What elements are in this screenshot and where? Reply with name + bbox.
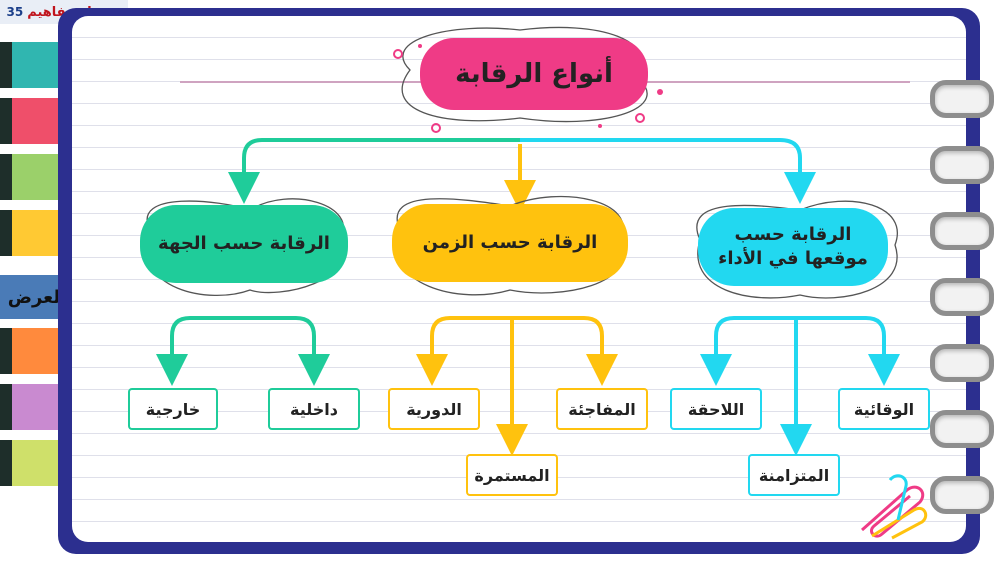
binder-ring: [930, 80, 994, 118]
leaf-preventive: الوقائية: [838, 388, 930, 430]
leaf-periodic: الدورية: [388, 388, 480, 430]
paper-clip-icon: [861, 474, 928, 540]
diagram-title: أنواع الرقابة: [420, 38, 648, 110]
binder-ring: [930, 212, 994, 250]
binder-ring: [930, 410, 994, 448]
binder-ring: [930, 476, 994, 514]
category-by-party: الرقابة حسب الجهة: [140, 205, 348, 283]
leaf-surprise: المفاجئة: [556, 388, 648, 430]
binder-ring: [930, 146, 994, 184]
leaf-continuous: المستمرة: [466, 454, 558, 496]
leaf-subsequent: اللاحقة: [670, 388, 762, 430]
category-by-position-line1: الرقابة حسب: [734, 223, 852, 245]
category-by-time: الرقابة حسب الزمن: [392, 204, 628, 282]
category-by-position: الرقابة حسب موقعها في الأداء: [698, 208, 888, 286]
binder-ring: [930, 278, 994, 316]
corner-tag-number: 35: [6, 5, 24, 19]
binder-ring: [930, 344, 994, 382]
leaf-external: خارجية: [128, 388, 218, 430]
leaf-concurrent: المتزامنة: [748, 454, 840, 496]
category-by-position-line2: موقعها في الأداء: [718, 248, 868, 269]
leaf-internal: داخلية: [268, 388, 360, 430]
